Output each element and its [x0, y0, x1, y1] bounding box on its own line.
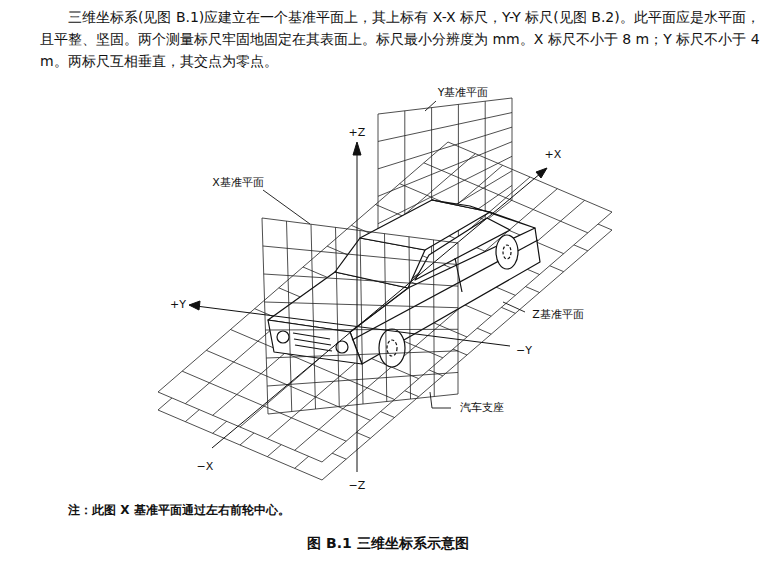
support-label: 汽车支座: [458, 401, 506, 414]
grid-line: [265, 329, 458, 331]
grid-line: [267, 372, 458, 386]
grid-line: [378, 98, 512, 114]
grid-line: [512, 98, 513, 200]
grid-line: [268, 394, 458, 414]
grid-ground: [158, 142, 612, 462]
grid-line: [322, 212, 612, 462]
axis-label: +X: [543, 148, 564, 161]
grid-line: [311, 224, 316, 409]
grid-line: [262, 218, 458, 243]
grid-line: [265, 302, 458, 308]
front-wheel: [379, 329, 405, 367]
axis-label: −X: [195, 460, 216, 473]
grid-line: [360, 231, 363, 405]
grid-line: [378, 113, 512, 142]
y-arrow: [189, 301, 200, 310]
grille-line: [293, 333, 330, 339]
belt-line: [352, 240, 538, 340]
plane-label: Y基准平面: [436, 86, 491, 99]
plane-label: X基准平面: [210, 176, 266, 189]
z-reference-grid: [158, 142, 612, 462]
grid-line: [378, 142, 512, 197]
grid-line: [378, 127, 512, 169]
grid-line: [262, 218, 268, 414]
grid-line: [385, 234, 387, 402]
grid-line: [267, 189, 557, 439]
grid-line: [240, 177, 530, 427]
plane-label: Z基准平面: [530, 308, 586, 321]
leader-line: [425, 101, 436, 111]
door-line: [455, 258, 462, 292]
axes: [189, 142, 547, 472]
grid-line: [264, 274, 458, 286]
wheel-hub: [503, 245, 511, 259]
leader-line: [503, 302, 525, 312]
axis-label: −Z: [347, 479, 368, 492]
axis-label: +Y: [168, 298, 188, 311]
leader-line: [263, 190, 310, 224]
grille-line: [295, 345, 332, 351]
rear-wheel: [496, 235, 518, 269]
x-reference-grid: [262, 218, 458, 414]
grid-line: [409, 237, 411, 399]
grid-line: [458, 243, 459, 394]
grid-line: [336, 227, 340, 406]
grid-line: [485, 101, 486, 221]
figure-note: 注：此图 X 基准平面通过左右前轮中心。: [68, 503, 290, 517]
leader-line: [430, 392, 451, 408]
figure-caption: 图 B.1 三维坐标系示意图: [0, 535, 776, 553]
body-paragraph: 三维坐标系(见图 B.1)应建立在一个基准平面上，其上标有 X-X 标尺，Y-Y…: [40, 6, 762, 72]
axis-label: +Z: [347, 126, 368, 139]
headlight: [277, 331, 289, 343]
y-axis: [196, 306, 510, 346]
car-drawing: [268, 200, 540, 367]
grille-line: [294, 339, 331, 345]
x-axis: [212, 173, 541, 448]
z-arrow: [353, 142, 361, 155]
axis-label: −Y: [514, 344, 534, 357]
x-arrow: [536, 168, 547, 178]
z-axis: [357, 150, 358, 472]
leader-lines: [263, 101, 525, 408]
grid-line: [266, 351, 458, 358]
grid-line: [263, 246, 458, 265]
